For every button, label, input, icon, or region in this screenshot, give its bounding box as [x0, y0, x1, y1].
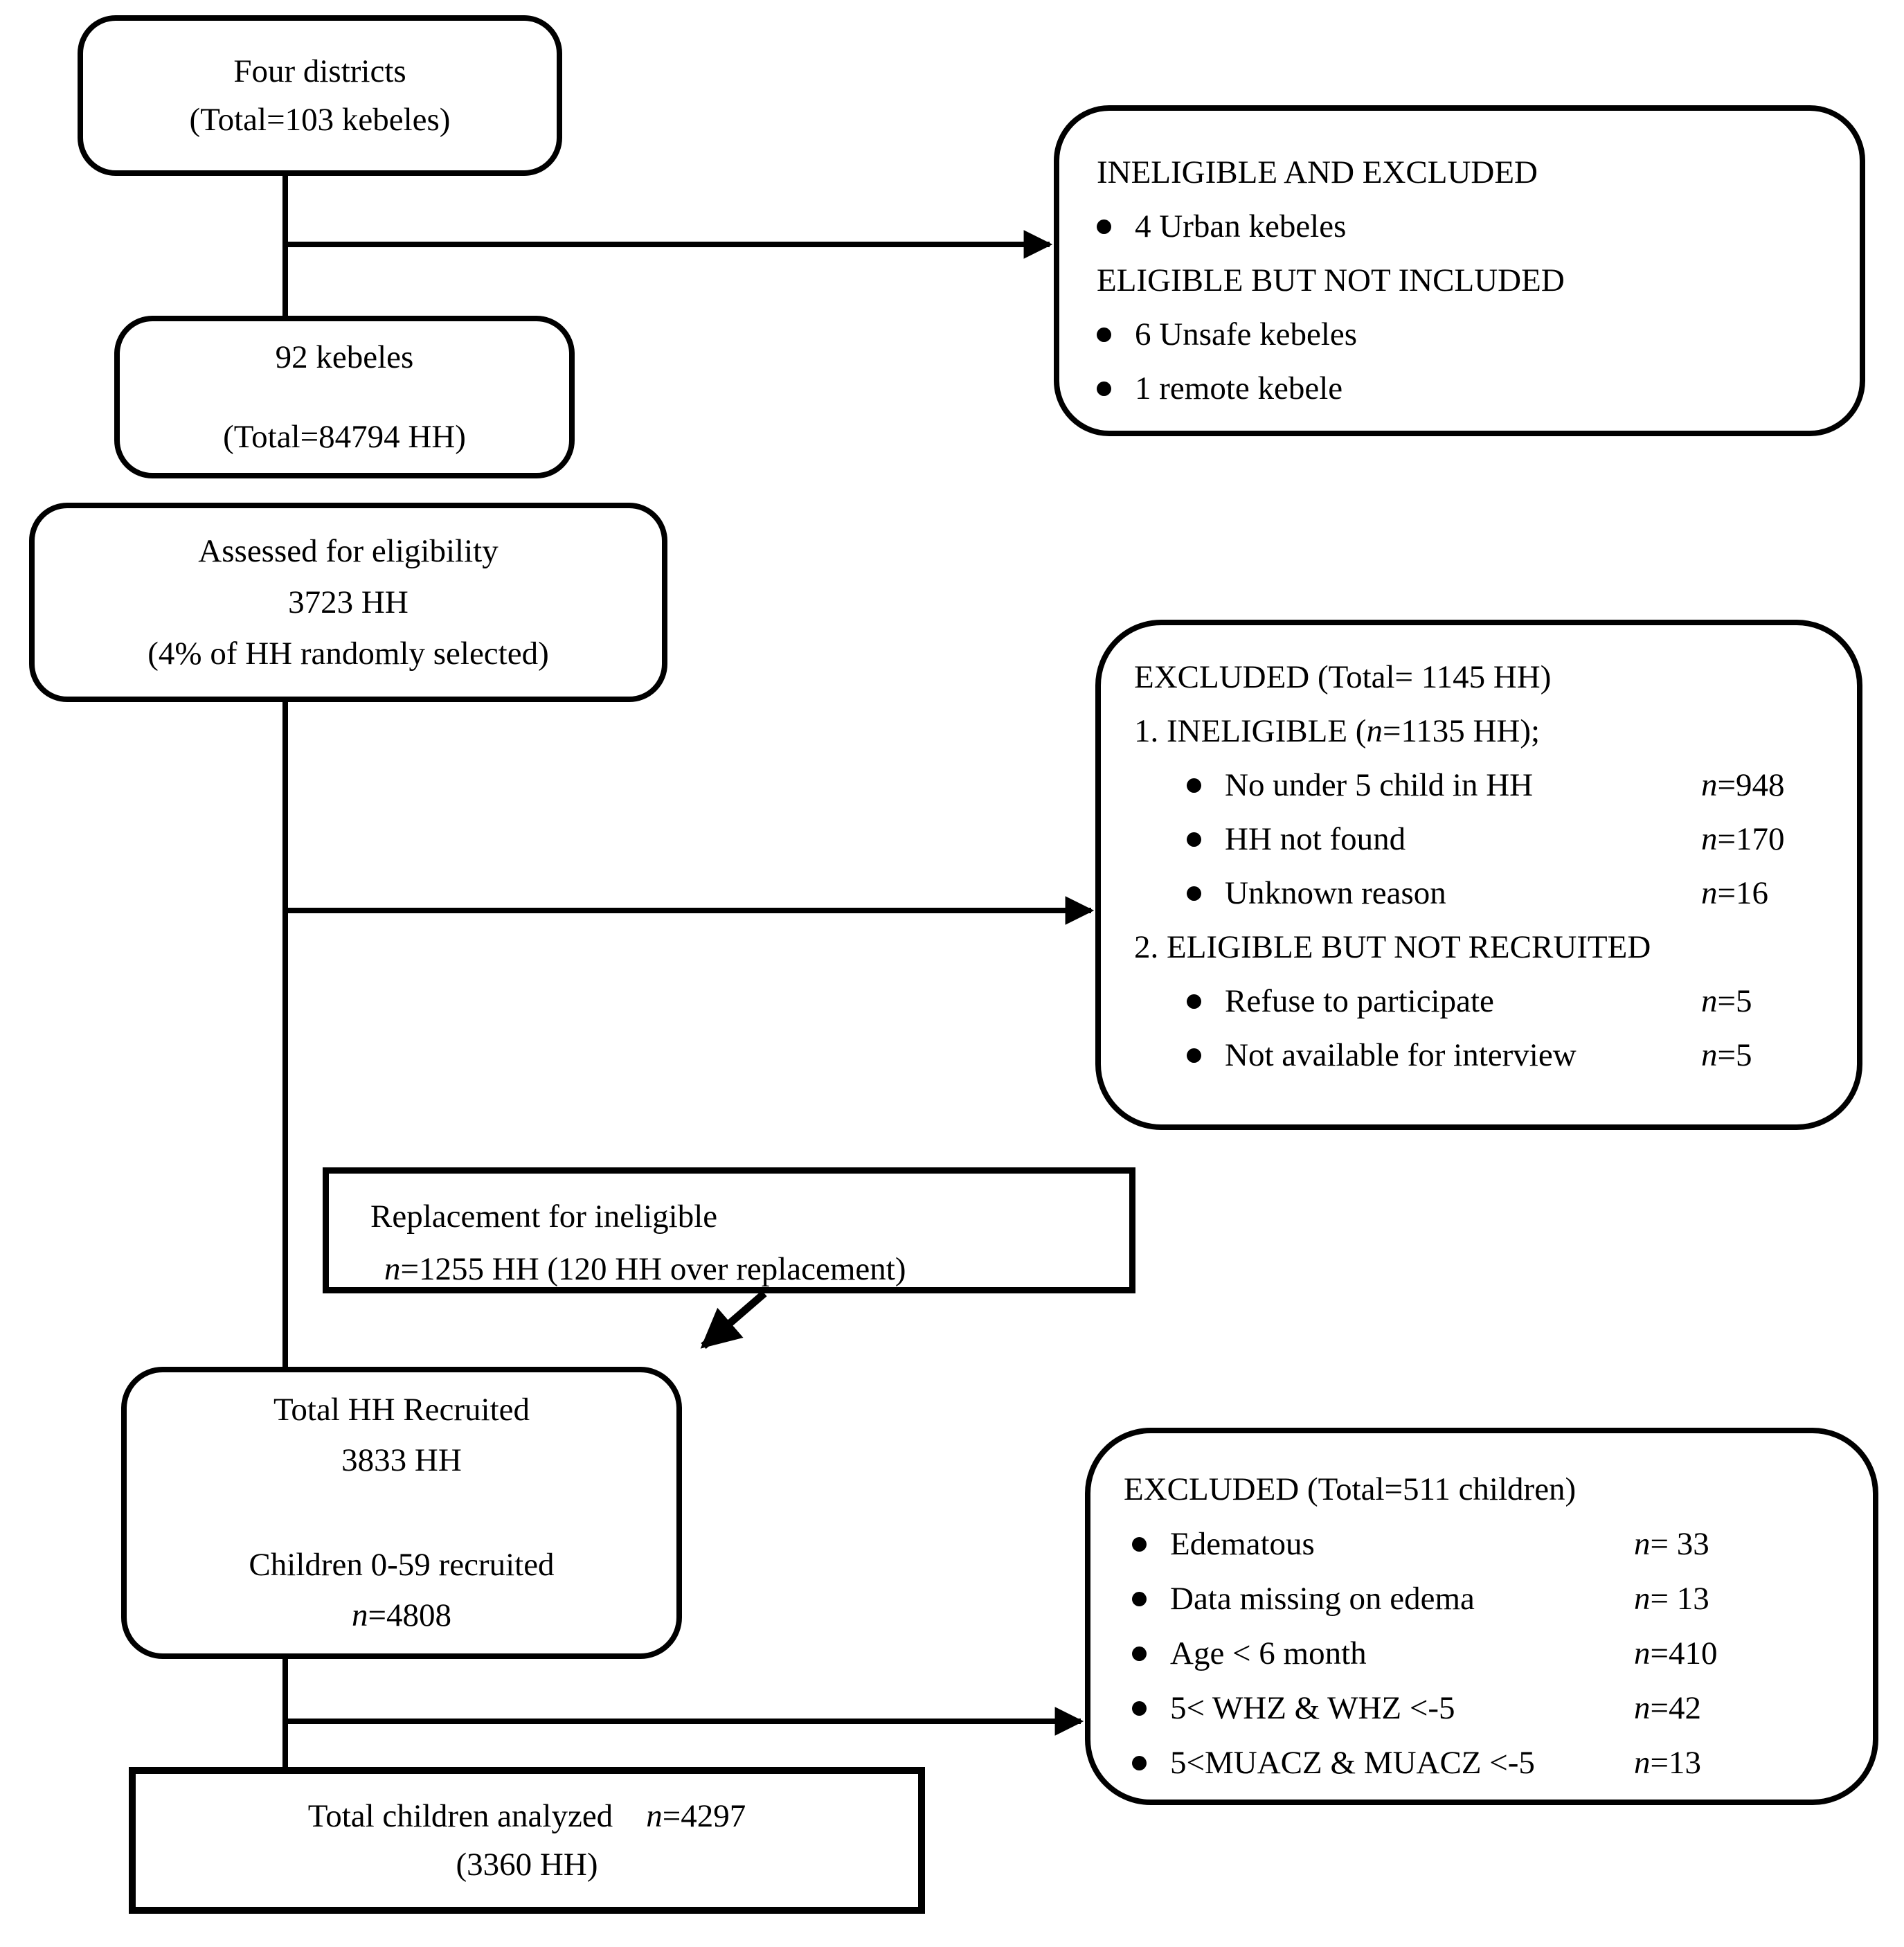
box-replacement-line1: Replacement for ineligible: [370, 1199, 718, 1235]
box-total-analyzed-line1: Total children analyzed n=4297: [308, 1792, 746, 1841]
item-label: Refuse to participate: [1225, 983, 1494, 1020]
bullet-icon: [1187, 994, 1201, 1009]
box-total-analyzed-line2: (3360 HH): [456, 1847, 598, 1883]
excluded-hh-section1: 1. INELIGIBLE (n=1135 HH);: [1134, 704, 1819, 758]
bullet-icon: [1132, 1701, 1147, 1716]
box-total-recruited-line1: Total HH Recruited: [273, 1392, 530, 1428]
item-label: Not available for interview: [1225, 1037, 1577, 1074]
list-item: HH not found n=170: [1187, 812, 1819, 866]
item-count: n=170: [1701, 821, 1785, 858]
box-total-recruited-n: n=4808: [351, 1597, 451, 1633]
box-four-districts-line1: Four districts: [233, 53, 406, 89]
item-count: n=410: [1634, 1635, 1718, 1671]
item-label: No under 5 child in HH: [1225, 767, 1534, 804]
list-item: Refuse to participate n=5: [1187, 974, 1819, 1028]
box-ineligible-excluded: INELIGIBLE AND EXCLUDED 4 Urban kebeles …: [1054, 105, 1865, 436]
excluded-hh-section2: 2. ELIGIBLE BUT NOT RECRUITED: [1134, 929, 1651, 966]
bullet-icon: [1132, 1755, 1147, 1770]
item-label: Unknown reason: [1225, 875, 1446, 912]
box-replacement-n: n=1255 HH (120 HH over replacement): [384, 1251, 906, 1288]
list-item: Unknown reason n=16: [1187, 866, 1819, 920]
item-label: Edematous: [1170, 1525, 1315, 1562]
bullet-icon: [1187, 1048, 1201, 1063]
item-label: 5<MUACZ & MUACZ <-5: [1170, 1744, 1535, 1781]
box-four-districts: Four districts (Total=103 kebeles): [78, 15, 562, 176]
item-count: n=16: [1701, 875, 1769, 912]
box-92-kebeles-line1: 92 kebeles: [275, 339, 414, 375]
box-total-recruited-line2: 3833 HH: [341, 1442, 462, 1479]
list-item: Data missing on edema n= 13: [1132, 1572, 1835, 1626]
box-replacement-line2: n=1255 HH (120 HH over replacement): [370, 1243, 1108, 1295]
bullet-icon: [1132, 1536, 1147, 1552]
item-count: n=42: [1634, 1689, 1702, 1726]
ineligible-excluded-header2: ELIGIBLE BUT NOT INCLUDED: [1097, 262, 1565, 299]
box-92-kebeles-line2: (Total=84794 HH): [223, 418, 466, 455]
box-four-districts-line2: (Total=103 kebeles): [189, 102, 451, 138]
ineligible-excluded-bullet1: 4 Urban kebeles: [1135, 208, 1347, 245]
ineligible-excluded-bullet3: 1 remote kebele: [1135, 370, 1343, 407]
item-label: HH not found: [1225, 821, 1406, 858]
item-label: 5< WHZ & WHZ <-5: [1170, 1689, 1455, 1726]
item-count: n= 13: [1634, 1580, 1709, 1617]
excluded-hh-section1-n: n=1135 HH);: [1366, 713, 1541, 750]
item-count: n=5: [1701, 983, 1752, 1020]
list-item: Edematous n= 33: [1132, 1517, 1835, 1572]
box-assessed: Assessed for eligibility 3723 HH (4% of …: [29, 503, 667, 702]
list-item: Not available for interview n=5: [1187, 1028, 1819, 1082]
bullet-icon: [1097, 381, 1111, 396]
box-assessed-line1: Assessed for eligibility: [198, 532, 499, 569]
bullet-icon: [1187, 886, 1201, 901]
box-total-recruited-line3: Children 0-59 recruited: [249, 1547, 555, 1583]
list-item: 5< WHZ & WHZ <-5 n=42: [1132, 1681, 1835, 1736]
box-excluded-hh: EXCLUDED (Total= 1145 HH) 1. INELIGIBLE …: [1095, 620, 1862, 1130]
item-count: n=5: [1701, 1037, 1752, 1074]
bullet-icon: [1132, 1646, 1147, 1661]
list-item: 4 Urban kebeles: [1097, 199, 1833, 253]
bullet-icon: [1097, 327, 1111, 342]
box-assessed-line3: (4% of HH randomly selected): [147, 636, 549, 672]
bullet-icon: [1097, 219, 1111, 234]
ineligible-excluded-bullet2: 6 Unsafe kebeles: [1135, 316, 1358, 353]
list-item: Age < 6 month n=410: [1132, 1626, 1835, 1681]
item-label: Data missing on edema: [1170, 1580, 1475, 1617]
list-item: No under 5 child in HH n=948: [1187, 758, 1819, 812]
excluded-hh-title: EXCLUDED (Total= 1145 HH): [1134, 659, 1552, 695]
list-item: 6 Unsafe kebeles: [1097, 307, 1833, 361]
box-92-kebeles: 92 kebeles (Total=84794 HH): [114, 316, 575, 478]
item-count: n= 33: [1634, 1525, 1709, 1562]
item-count: n=13: [1634, 1744, 1702, 1781]
bullet-icon: [1132, 1591, 1147, 1606]
bullet-icon: [1187, 778, 1201, 793]
bullet-icon: [1187, 832, 1201, 847]
box-total-analyzed: Total children analyzed n=4297 (3360 HH): [129, 1767, 925, 1914]
box-total-recruited: Total HH Recruited 3833 HH Children 0-59…: [121, 1367, 682, 1659]
box-total-analyzed-text: Total children analyzed: [307, 1797, 613, 1834]
list-item: 1 remote kebele: [1097, 361, 1833, 415]
excluded-children-title: EXCLUDED (Total=511 children): [1124, 1471, 1577, 1507]
arrow-replacement-to-recruited: [700, 1290, 767, 1349]
box-excluded-children: EXCLUDED (Total=511 children) Edematous …: [1085, 1428, 1878, 1805]
item-count: n=948: [1701, 767, 1785, 804]
box-total-analyzed-n: n=4297: [646, 1797, 746, 1834]
excluded-hh-section1-pre: 1. INELIGIBLE (: [1134, 713, 1367, 750]
ineligible-excluded-header1: INELIGIBLE AND EXCLUDED: [1097, 154, 1538, 190]
box-assessed-line2: 3723 HH: [288, 584, 408, 620]
box-replacement: Replacement for ineligible n=1255 HH (12…: [323, 1167, 1135, 1293]
list-item: 5<MUACZ & MUACZ <-5 n=13: [1132, 1736, 1835, 1791]
box-total-recruited-line4: n=4808: [352, 1590, 451, 1641]
item-label: Age < 6 month: [1170, 1635, 1367, 1671]
